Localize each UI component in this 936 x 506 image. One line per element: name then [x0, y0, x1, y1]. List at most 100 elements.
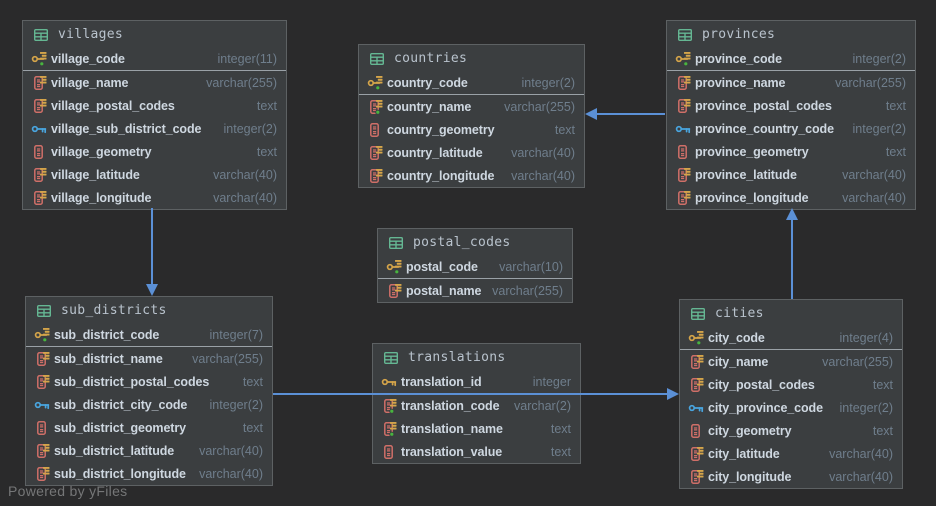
indexed-column-icon	[34, 443, 50, 459]
table-header[interactable]: cities	[680, 300, 902, 327]
table-header[interactable]: sub_districts	[26, 297, 272, 324]
column-name: sub_district_name	[54, 351, 163, 366]
indexed-column-notnull-icon	[381, 398, 397, 414]
foreign-key-icon	[675, 121, 691, 137]
column-type: integer(2)	[223, 121, 278, 136]
column-type: varchar(40)	[199, 443, 263, 458]
table-icon	[33, 27, 49, 43]
relationship-edge-sub_districts-cities[interactable]	[273, 393, 667, 395]
column-icon	[31, 144, 47, 160]
relationship-edge-villages-sub_districts[interactable]	[151, 208, 153, 284]
table-icon	[690, 306, 706, 322]
table-header[interactable]: countries	[359, 45, 584, 72]
indexed-column-notnull-icon	[381, 421, 397, 437]
indexed-column-icon	[367, 145, 383, 161]
column-icon	[367, 122, 383, 138]
column-type: varchar(255)	[206, 75, 277, 90]
indexed-column-icon	[688, 469, 704, 485]
arrowhead-icon	[667, 387, 679, 400]
column-icon	[34, 420, 50, 436]
column-name: province_postal_codes	[695, 98, 832, 113]
column-row-sub_district_latitude[interactable]: sub_district_latitude varchar(40)	[26, 439, 272, 462]
indexed-column-notnull-icon	[367, 99, 383, 115]
relationship-edge-cities-provinces[interactable]	[791, 220, 793, 299]
indexed-column-icon	[675, 98, 691, 114]
indexed-column-icon	[367, 168, 383, 184]
column-name: sub_district_latitude	[54, 443, 175, 458]
table-icon	[388, 235, 404, 251]
table-header[interactable]: provinces	[667, 21, 915, 48]
table-header[interactable]: translations	[373, 344, 580, 371]
table-icon	[369, 51, 385, 67]
table-name: villages	[58, 27, 124, 42]
indexed-column-icon	[34, 374, 50, 390]
arrowhead-icon	[145, 284, 158, 296]
column-name: translation_name	[401, 421, 503, 436]
primary-key-icon	[31, 51, 47, 67]
column-name: village_latitude	[51, 167, 140, 182]
primary-key-icon	[675, 51, 691, 67]
indexed-column-icon	[34, 351, 50, 367]
column-type: varchar(255)	[492, 283, 563, 298]
column-name: translation_value	[401, 444, 503, 459]
column-type: text	[242, 420, 263, 435]
key-icon	[381, 374, 397, 390]
column-name: province_name	[695, 75, 786, 90]
table-name: countries	[394, 51, 468, 66]
relationship-edge-provinces-countries[interactable]	[597, 113, 665, 115]
foreign-key-icon	[34, 397, 50, 413]
table-header[interactable]: postal_codes	[378, 229, 572, 256]
indexed-column-icon	[675, 75, 691, 91]
column-type: integer(2)	[209, 397, 264, 412]
primary-key-icon	[367, 75, 383, 91]
indexed-column-icon	[386, 283, 402, 299]
table-header[interactable]: villages	[23, 21, 286, 48]
